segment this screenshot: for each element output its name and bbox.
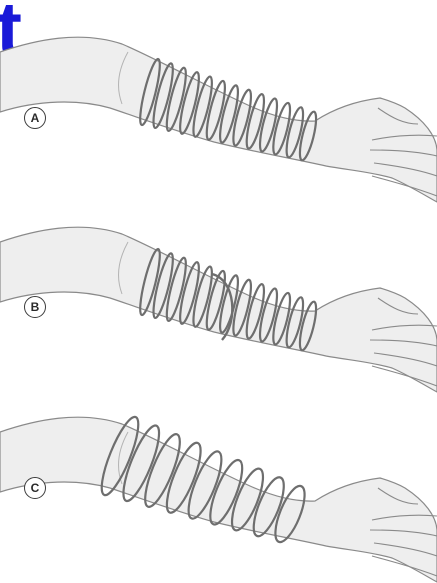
panel-c	[0, 413, 437, 582]
panel-label-b: B	[24, 296, 46, 318]
panel-label-c: C	[24, 477, 46, 499]
panel-b	[0, 227, 437, 392]
panel-label-a: A	[24, 107, 46, 129]
panel-a	[0, 37, 437, 202]
arm-c	[0, 417, 437, 582]
